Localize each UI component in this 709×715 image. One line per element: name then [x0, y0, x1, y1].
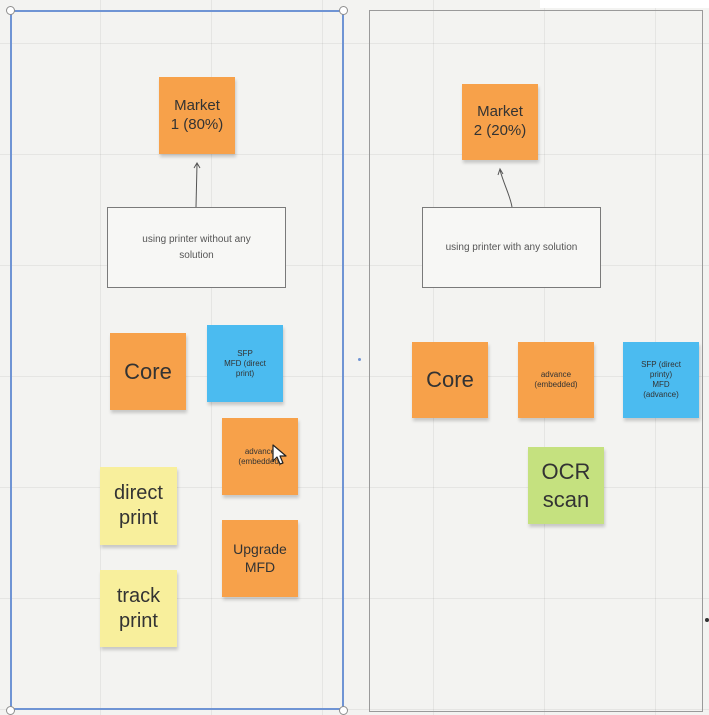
sticky-track-print[interactable]: track print — [100, 570, 177, 647]
connector-right-arrowhead — [497, 167, 504, 176]
frame-market-2[interactable] — [369, 10, 703, 712]
sticky-direct-print[interactable]: direct print — [100, 467, 177, 545]
text-box-with-solution[interactable]: using printer with any solution — [422, 207, 601, 288]
sticky-ocr-scan[interactable]: OCR scan — [528, 447, 604, 524]
sticky-sfp-left[interactable]: SFP MFD (direct print) — [207, 325, 283, 402]
top-strip — [540, 0, 709, 8]
resize-handle-top-left[interactable] — [6, 6, 15, 15]
sticky-core-right[interactable]: Core — [412, 342, 488, 418]
resize-handle-top-right[interactable] — [339, 6, 348, 15]
sticky-market-1[interactable]: Market 1 (80%) — [159, 77, 235, 154]
sticky-core-left[interactable]: Core — [110, 333, 186, 410]
connector-right — [499, 169, 513, 208]
mouse-cursor-icon — [272, 444, 287, 465]
edge-marker — [705, 618, 709, 622]
frame-market-1[interactable] — [10, 10, 344, 710]
sticky-sfp-right[interactable]: SFP (direct printy) MFD (advance) — [623, 342, 699, 418]
sticky-market-2[interactable]: Market 2 (20%) — [462, 84, 538, 160]
sticky-advance-right[interactable]: advance (embedded) — [518, 342, 594, 418]
sticky-upgrade-mfd[interactable]: Upgrade MFD — [222, 520, 298, 597]
connection-point[interactable] — [358, 358, 361, 361]
connector-left-arrowhead — [193, 162, 201, 169]
connector-left — [195, 163, 198, 208]
text-box-without-solution[interactable]: using printer without any solution — [107, 207, 286, 288]
